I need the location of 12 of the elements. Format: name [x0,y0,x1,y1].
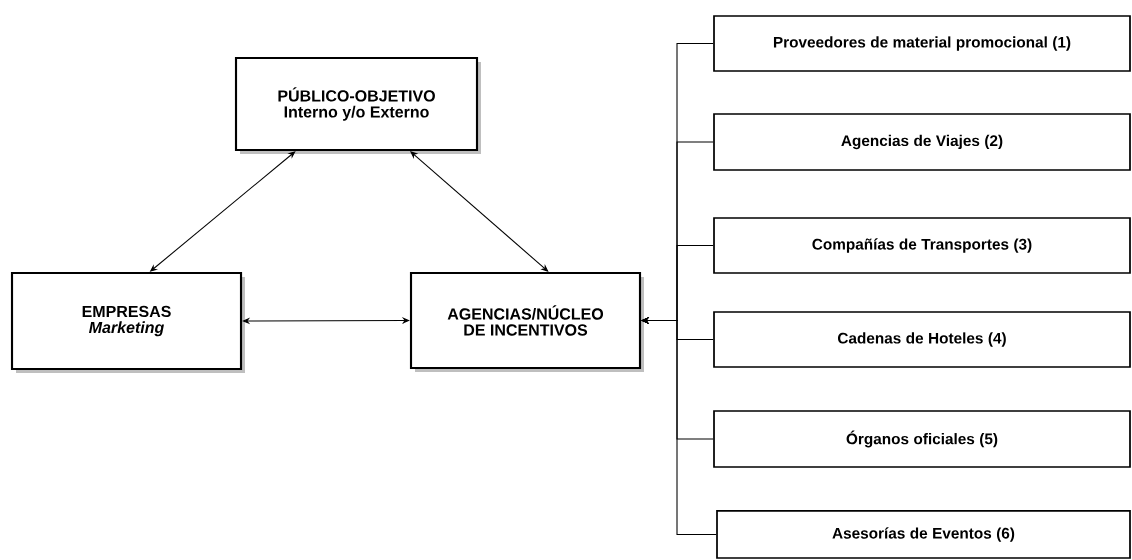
provider-box: Compañías de Transportes (3) [713,217,1131,274]
entity-box: EMPRESAS Marketing [10,271,245,373]
entity-box: PÚBLICO-OBJETIVO Interno y/o Externo [234,56,481,154]
arrow [410,151,549,272]
provider-box: Asesorías de Eventos (6) [716,510,1131,559]
entity-box: AGENCIAS/NÚCLEO DE INCENTIVOS [409,271,644,372]
provider-box: Proveedores de material promocional (1) [713,15,1131,72]
arrow [641,317,717,536]
provider-box: Agencias de Viajes (2) [713,113,1131,171]
provider-box: Cadenas de Hoteles (4) [713,311,1131,368]
provider-box: Órganos oficiales (5) [713,410,1131,468]
arrow [242,317,410,325]
